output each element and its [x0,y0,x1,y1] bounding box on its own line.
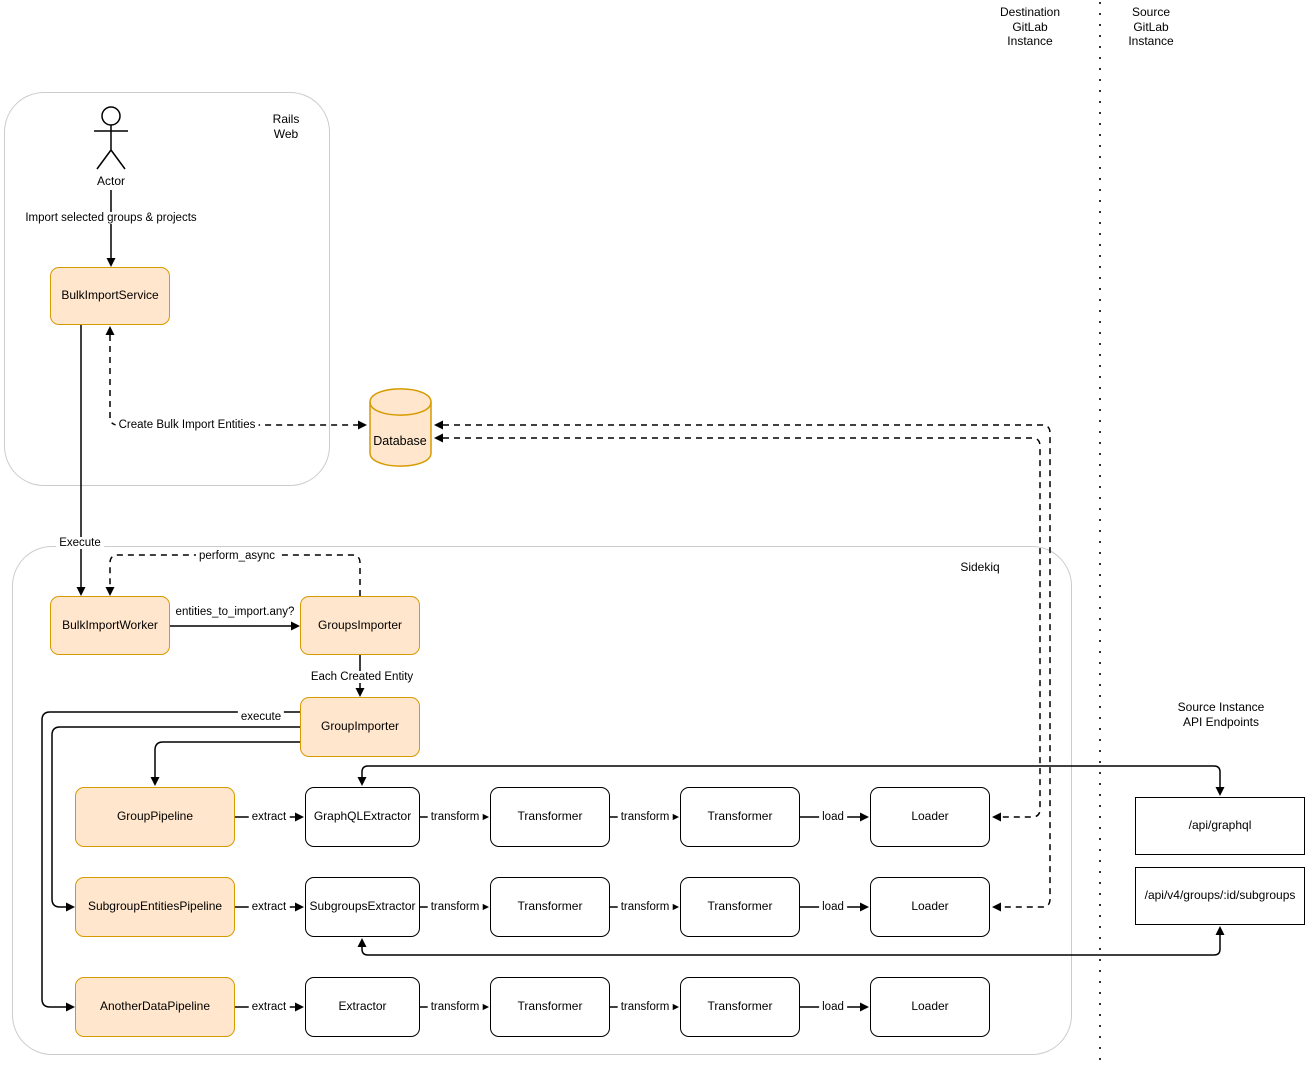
edge-label-transform-r3a: transform [427,1001,483,1013]
node-transformer-r3c1: Transformer [490,977,610,1037]
arrowheads [66,258,1225,1012]
edge-label-import-selected: Import selected groups & projects [22,212,200,224]
node-subgroup-entities-pipeline: SubgroupEntitiesPipeline [75,877,235,937]
edge-label-transform-r2a: transform [427,901,483,913]
node-group-pipeline: GroupPipeline [75,787,235,847]
edge-label-load-r2: load [819,901,847,913]
edge-graphqlextractor-api [361,765,1221,787]
node-loader-r2: Loader [870,877,990,937]
edge-subgroupsextractor-api [361,935,1221,956]
edge-label-extract-r3: extract [248,1001,290,1013]
sidekiq-container [12,546,1072,1055]
rails-web-label: Rails Web [272,112,300,141]
actor-label: Actor [96,174,126,188]
edge-label-each-created-entity: Each Created Entity [307,671,417,683]
edge-label-entities-check: entities_to_import.any? [172,606,298,618]
database-label: Database [373,434,427,448]
node-bulk-import-worker: BulkImportWorker [50,596,170,655]
edge-label-perform-async: perform_async [195,550,279,562]
edge-database-loader1 [443,437,1041,818]
node-transformer-r1c1: Transformer [490,787,610,847]
edge-label-create-entities: Create Bulk Import Entities [115,419,259,431]
node-transformer-r2c2: Transformer [680,877,800,937]
source-instance-title: Source GitLab Instance [1128,5,1174,49]
edge-label-load-r3: load [819,1001,847,1013]
node-bulk-import-service: BulkImportService [50,267,170,325]
node-groups-importer: GroupsImporter [300,596,420,655]
database-cylinder-icon [369,388,432,467]
edge-groupimporter-to-grouppipeline [154,741,300,777]
edge-groupimporter-to-subgroupentitiespipeline [51,726,300,908]
edge-label-transform-r3b: transform [617,1001,673,1013]
actor-icon [94,106,128,170]
edge-label-transform-r1a: transform [427,811,483,823]
node-transformer-r2c1: Transformer [490,877,610,937]
node-loader-r1: Loader [870,787,990,847]
sidekiq-label: Sidekiq [960,560,1000,574]
edge-create-entities [109,335,358,426]
node-api-subgroups: /api/v4/groups/:id/subgroups [1135,867,1305,925]
node-loader-r3: Loader [870,977,990,1037]
node-extractor-r3: Extractor [305,977,420,1037]
edge-label-extract-r2: extract [248,901,290,913]
node-transformer-r1c2: Transformer [680,787,800,847]
edge-label-transform-r2b: transform [617,901,673,913]
node-api-graphql: /api/graphql [1135,797,1305,855]
node-subgroups-extractor: SubgroupsExtractor [305,877,420,937]
edge-perform-async [109,554,361,596]
node-another-data-pipeline: AnotherDataPipeline [75,977,235,1037]
rails-web-container [4,92,330,486]
edge-label-transform-r1b: transform [617,811,673,823]
node-group-importer: GroupImporter [300,697,420,757]
destination-instance-title: Destination GitLab Instance [999,5,1061,49]
node-graphql-extractor: GraphQLExtractor [305,787,420,847]
edge-groupimporter-to-anotherdatapipeline [41,711,300,1008]
api-endpoints-title: Source Instance API Endpoints [1177,700,1265,729]
edge-label-extract-r1: extract [248,811,290,823]
edge-label-group-importer-execute: execute [237,711,285,723]
edge-label-execute: Execute [56,537,104,549]
node-transformer-r3c2: Transformer [680,977,800,1037]
edge-label-load-r1: load [819,811,847,823]
